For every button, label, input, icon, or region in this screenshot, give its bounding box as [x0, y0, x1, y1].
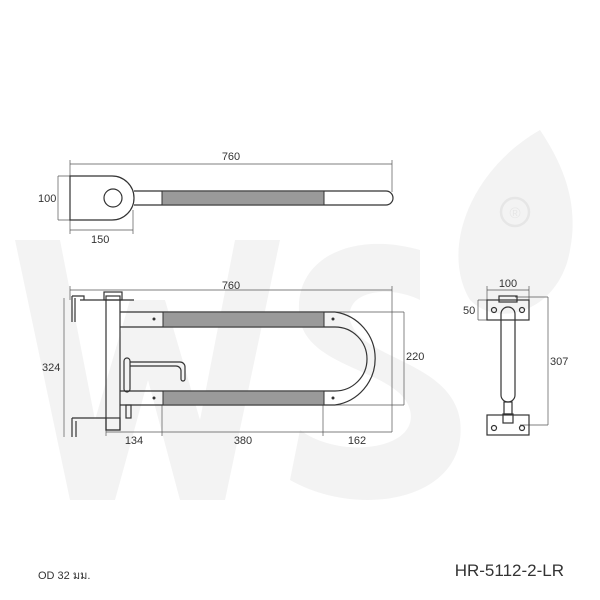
side-plate-height-label: 50: [463, 305, 475, 317]
top-height-label: 100: [38, 193, 56, 205]
segment-label-3: 162: [348, 435, 366, 447]
top-plate-width-label: 150: [91, 234, 109, 246]
side-height-label: 307: [550, 356, 568, 368]
segment-label-1: 134: [125, 435, 143, 447]
segment-label-2: 380: [234, 435, 252, 447]
front-height-label: 324: [42, 362, 60, 374]
top-length-label: 760: [222, 151, 240, 163]
side-width-label: 100: [499, 278, 517, 290]
side-view: 100 50 307: [463, 278, 568, 436]
model-number: HR-5112-2-LR: [454, 561, 564, 580]
front-view: 760 324 220 134 380 162: [42, 280, 424, 447]
watermark-logo: ®: [15, 130, 573, 500]
front-length-label: 760: [222, 280, 240, 292]
front-inner-height-label: 220: [406, 351, 424, 363]
top-view: 760 100 150: [38, 151, 394, 246]
registered-mark: ®: [509, 205, 520, 222]
outer-diameter-note: OD 32 มม.: [38, 570, 91, 582]
